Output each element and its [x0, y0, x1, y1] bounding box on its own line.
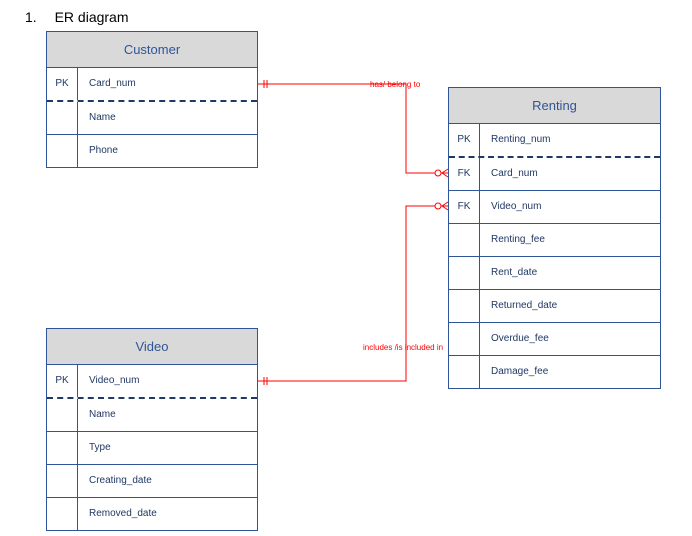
attribute-row: PK Video_num	[47, 365, 257, 399]
zero-mark-renting-video	[434, 202, 442, 210]
attribute-row: PK Card_num	[47, 68, 257, 102]
attribute-row: Renting_fee	[449, 224, 660, 257]
attribute-name: Creating_date	[89, 475, 152, 486]
attribute-name: Name	[89, 409, 116, 420]
key-marker: PK	[47, 365, 78, 397]
key-marker	[47, 135, 78, 167]
heading-text: ER diagram	[54, 9, 129, 25]
attribute-name: Returned_date	[491, 300, 558, 311]
rel-label-video-renting: includes /is included in	[363, 343, 443, 352]
attribute-row: Creating_date	[47, 465, 257, 498]
crow-foot-renting-video-1	[441, 201, 449, 207]
attribute-row: Overdue_fee	[449, 323, 660, 356]
key-marker	[47, 399, 78, 431]
attribute-name: Video_num	[89, 375, 140, 386]
attribute-name: Card_num	[491, 168, 538, 179]
attribute-name: Overdue_fee	[491, 333, 549, 344]
attribute-name: Renting_num	[491, 134, 551, 145]
entity-video: Video PK Video_num Name Type Creating_da…	[46, 328, 258, 531]
crow-foot-renting-card-1	[441, 168, 449, 174]
attribute-row: Damage_fee	[449, 356, 660, 388]
attribute-name: Damage_fee	[491, 366, 549, 377]
attribute-name: Rent_date	[491, 267, 538, 278]
key-marker	[449, 224, 480, 256]
attribute-row: FK Video_num	[449, 191, 660, 224]
entity-renting: Renting PK Renting_num FK Card_num FK Vi…	[448, 87, 661, 389]
attribute-name: Renting_fee	[491, 234, 545, 245]
key-marker	[47, 102, 78, 134]
heading-number: 1.	[25, 9, 37, 25]
rel-line-customer-renting	[258, 83, 448, 174]
zero-mark-renting-card	[434, 169, 442, 177]
diagram-heading: 1. ER diagram	[25, 9, 129, 25]
key-marker	[449, 356, 480, 388]
key-marker: FK	[449, 191, 480, 223]
attribute-name: Name	[89, 112, 116, 123]
attribute-name: Phone	[89, 145, 118, 156]
rel-label-customer-renting: has/ belong to	[370, 80, 421, 89]
attribute-row: Type	[47, 432, 257, 465]
attribute-row: Phone	[47, 135, 257, 167]
key-marker	[47, 465, 78, 497]
attribute-name: Type	[89, 442, 111, 453]
attribute-name: Removed_date	[89, 508, 157, 519]
key-marker: PK	[449, 124, 480, 156]
attribute-row: Removed_date	[47, 498, 257, 530]
crow-foot-renting-video-2	[441, 205, 449, 211]
entity-title: Customer	[47, 32, 257, 68]
attribute-name: Card_num	[89, 78, 136, 89]
crow-foot-renting-card-2	[441, 172, 449, 178]
attribute-name: Video_num	[491, 201, 542, 212]
key-marker: PK	[47, 68, 78, 100]
entity-title: Video	[47, 329, 257, 365]
rel-line-video-renting	[258, 205, 448, 382]
attribute-row: Returned_date	[449, 290, 660, 323]
key-marker	[47, 432, 78, 464]
attribute-row: PK Renting_num	[449, 124, 660, 158]
key-marker	[47, 498, 78, 530]
entity-customer: Customer PK Card_num Name Phone	[46, 31, 258, 168]
attribute-row: Name	[47, 399, 257, 432]
attribute-row: Rent_date	[449, 257, 660, 290]
key-marker	[449, 290, 480, 322]
attribute-row: FK Card_num	[449, 158, 660, 191]
attribute-row: Name	[47, 102, 257, 135]
key-marker: FK	[449, 158, 480, 190]
key-marker	[449, 257, 480, 289]
key-marker	[449, 323, 480, 355]
entity-title: Renting	[449, 88, 660, 124]
